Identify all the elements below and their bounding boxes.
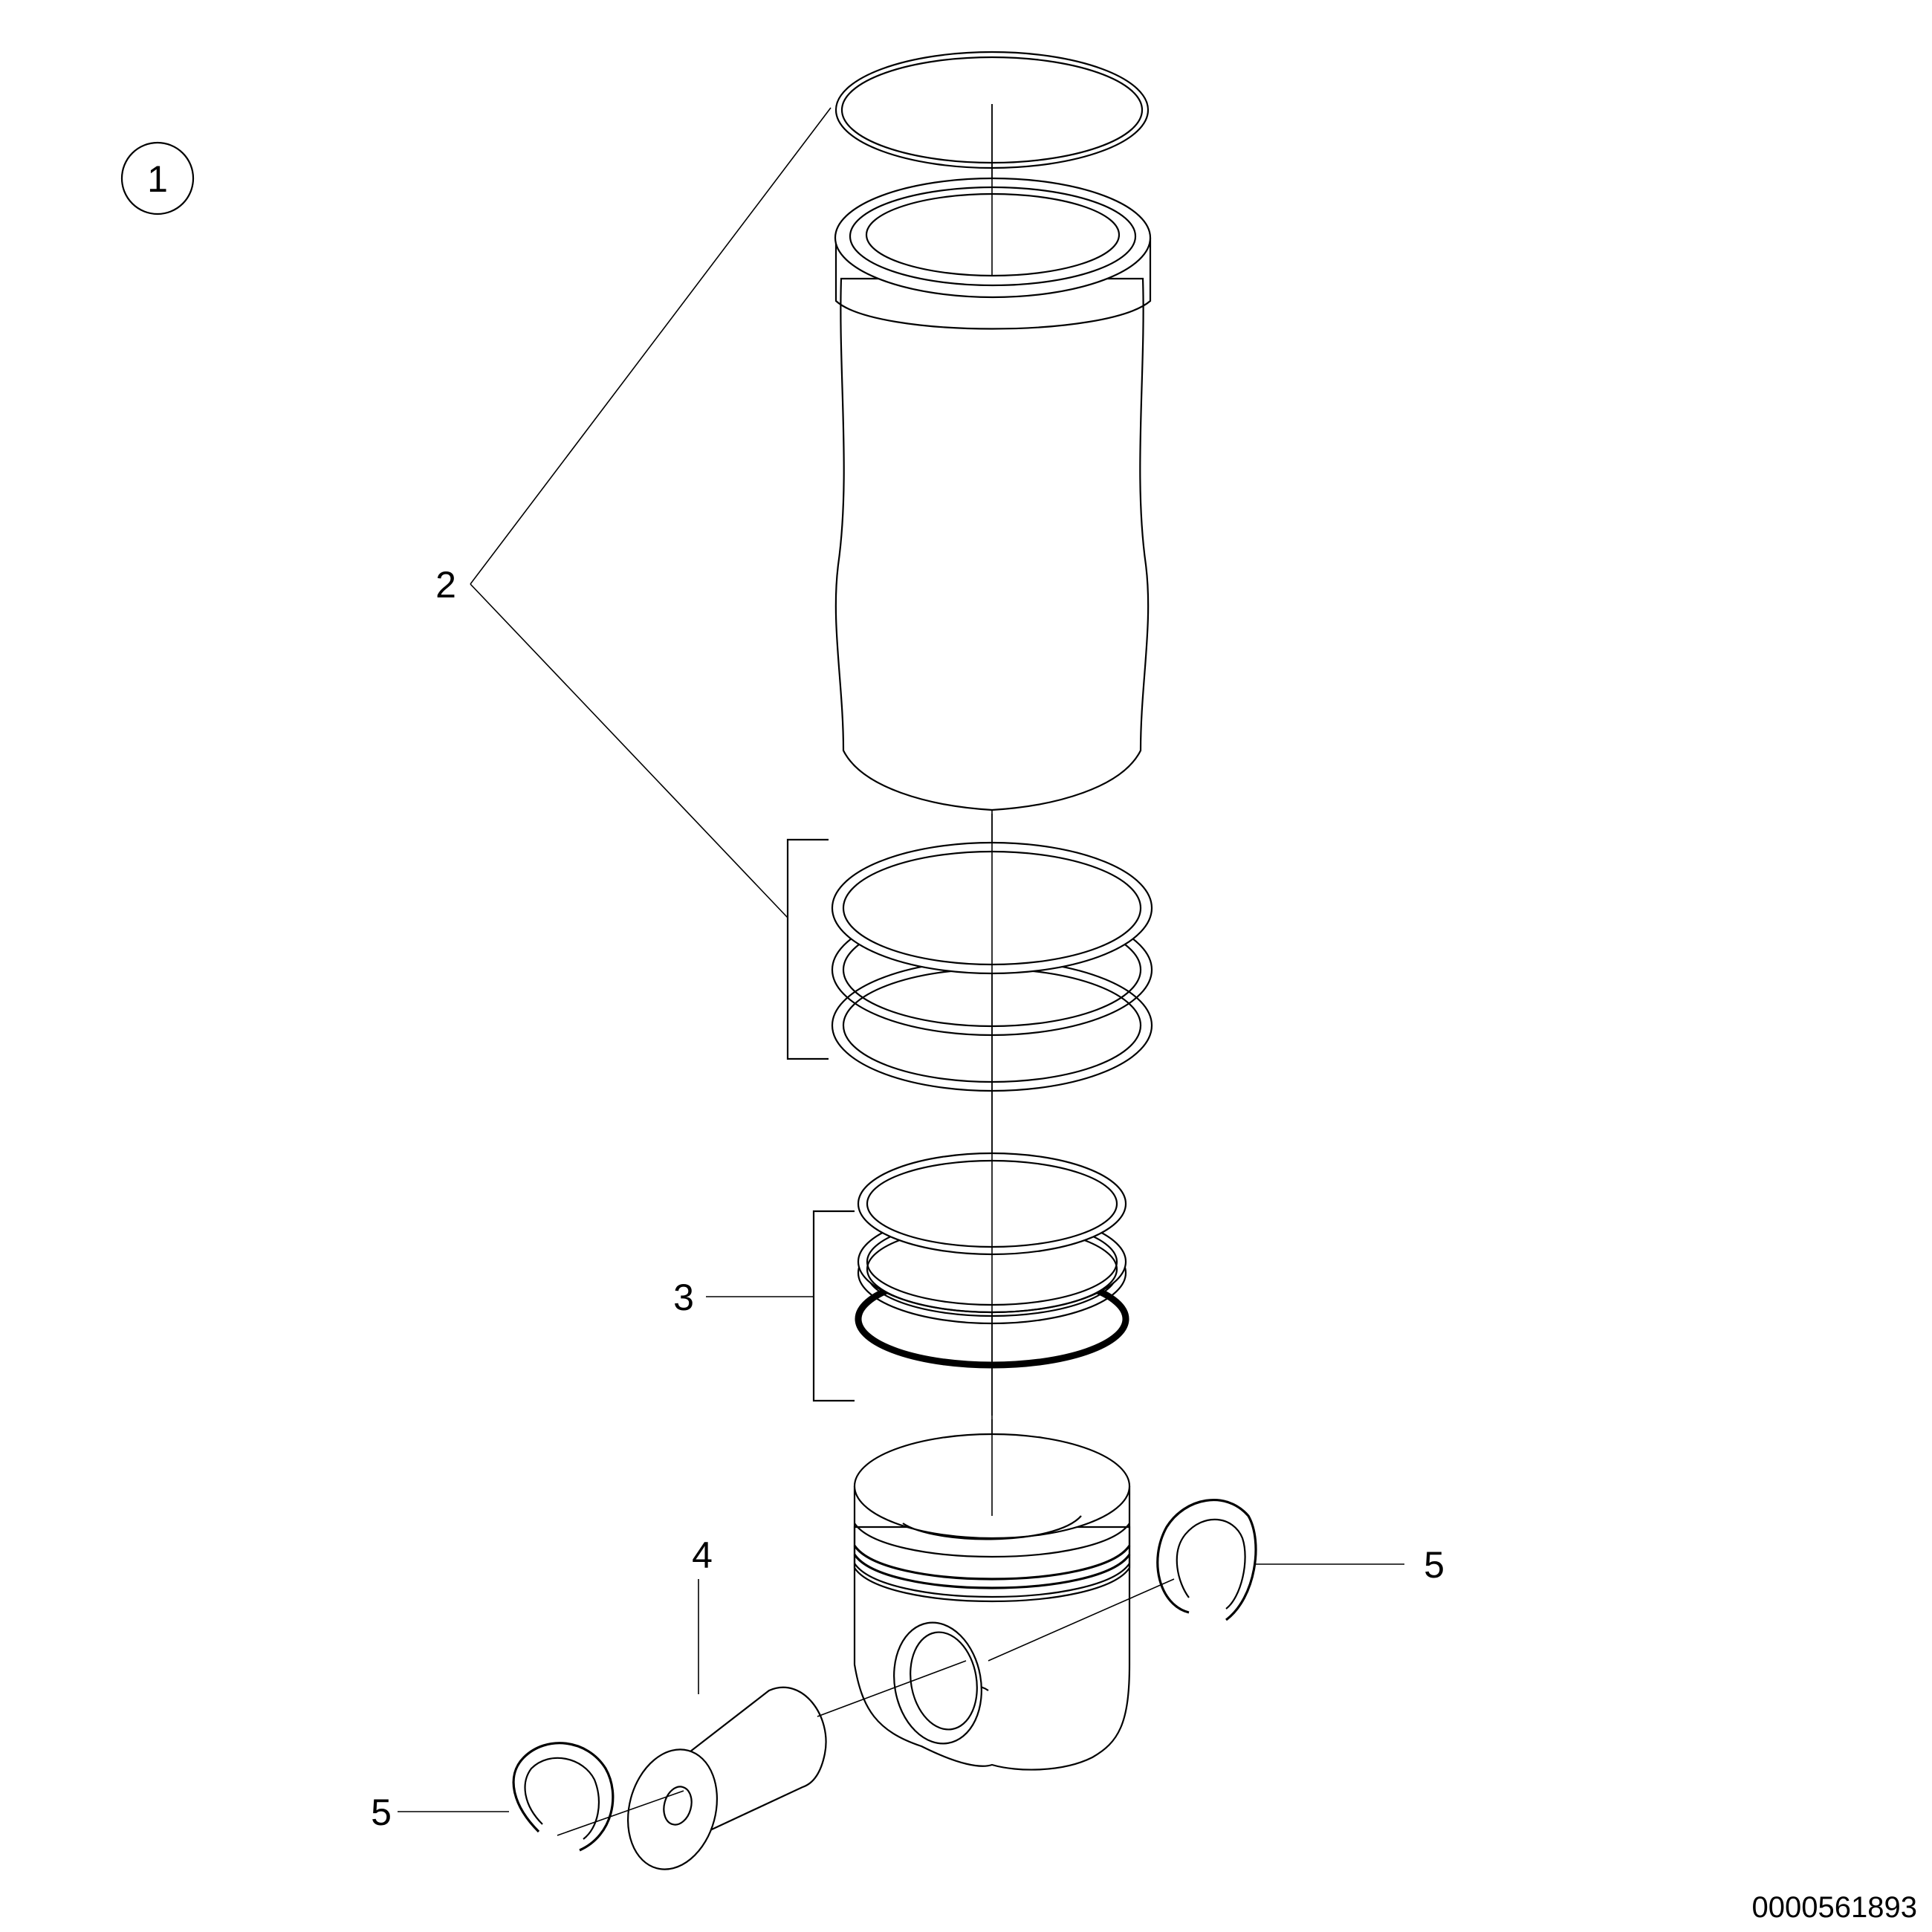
- liner-o-rings: [831, 814, 1153, 1092]
- callout-leaders: [398, 107, 1404, 1812]
- cylinder-liner: [834, 104, 1152, 811]
- piston: [853, 1419, 1131, 1771]
- callout-2: 2: [435, 564, 456, 606]
- drawing-code: 0000561893: [1752, 1891, 1917, 1924]
- piston-pin: [626, 1660, 967, 1870]
- callout-5-left: 5: [371, 1792, 392, 1833]
- view-number: 1: [147, 158, 168, 200]
- piston-rings: [855, 1092, 1129, 1416]
- callout-5-right: 5: [1424, 1544, 1445, 1586]
- view-number-badge: 1: [120, 141, 195, 215]
- liner-rings-bracket: [786, 838, 829, 1060]
- piston-rings-bracket: [812, 1210, 855, 1402]
- circlip-left: [512, 1742, 684, 1852]
- callout-3: 3: [673, 1277, 694, 1318]
- circlip-right: [988, 1499, 1257, 1662]
- callout-4: 4: [692, 1534, 713, 1576]
